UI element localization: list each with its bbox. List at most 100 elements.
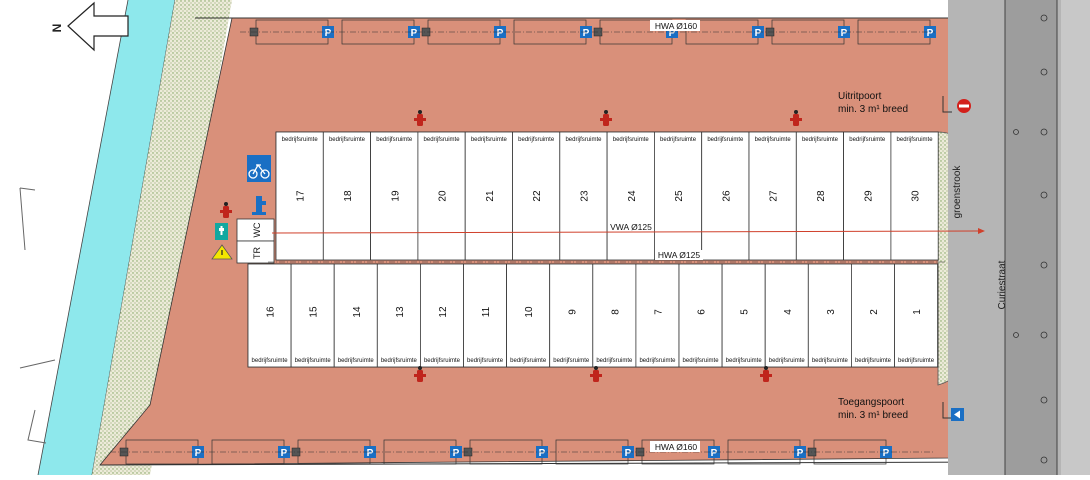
- unit-room-label: bedrijfsruimte: [755, 137, 792, 143]
- parking-sign-icon: P: [322, 26, 334, 39]
- unit-room-label: bedrijfsruimte: [683, 358, 720, 364]
- svg-text:P: P: [539, 448, 546, 459]
- unit-room-label: bedrijfsruimte: [812, 358, 849, 364]
- fire-hydrant-icon: [590, 366, 602, 382]
- unit-number: 25: [674, 190, 685, 202]
- unit-room-label: bedrijfsruimte: [518, 137, 555, 143]
- canal: [38, 0, 175, 475]
- fire-hydrant-icon: [220, 202, 232, 218]
- unit-room-label: bedrijfsruimte: [471, 137, 508, 143]
- green-strip-label: groenstrook: [952, 165, 963, 219]
- units-top-row: bedrijfsruimte17bedrijfsruimte18bedrijfs…: [275, 131, 939, 261]
- unit-number: 20: [438, 190, 449, 202]
- unit-room-label: bedrijfsruimte: [424, 358, 461, 364]
- svg-text:P: P: [195, 448, 202, 459]
- north-arrow: N: [50, 1, 129, 52]
- unit-number: 16: [266, 306, 277, 318]
- svg-text:P: P: [281, 448, 288, 459]
- parking-sign-icon: P: [794, 446, 806, 459]
- svg-text:P: P: [583, 28, 590, 39]
- unit-number: 10: [524, 306, 535, 318]
- unit-room-label: bedrijfsruimte: [381, 358, 418, 364]
- unit-number: 24: [627, 190, 638, 202]
- parking-sign-icon: P: [364, 446, 376, 459]
- parking-sign-icon: P: [450, 446, 462, 459]
- parking-sign-icon: P: [408, 26, 420, 39]
- unit-room-label: bedrijfsruimte: [849, 137, 886, 143]
- unit-number: 14: [352, 306, 363, 318]
- svg-text:P: P: [497, 28, 504, 39]
- unit-number: 30: [911, 190, 922, 202]
- bicycle-icon: [247, 155, 271, 182]
- unit-number: 22: [532, 190, 543, 202]
- first-aid-icon: [215, 223, 228, 240]
- entry-gate-title: Toegangspoort: [838, 397, 904, 408]
- unit-room-label: bedrijfsruimte: [282, 137, 319, 143]
- fire-hydrant-icon: [760, 366, 772, 382]
- unit-room-label: bedrijfsruimte: [467, 358, 504, 364]
- svg-text:P: P: [625, 448, 632, 459]
- street-name: Curiestraat: [997, 260, 1008, 309]
- parking-sign-icon: P: [192, 446, 204, 459]
- unit-number: 26: [721, 190, 732, 202]
- parking-sign-icon: P: [278, 446, 290, 459]
- unit-number: 27: [769, 190, 780, 202]
- svg-text:P: P: [841, 28, 848, 39]
- unit-number: 8: [610, 309, 621, 315]
- parking-sign-icon: P: [924, 26, 936, 39]
- fire-hydrant-icon: [790, 110, 802, 126]
- warning-triangle-icon: [211, 244, 233, 260]
- unit-8: bedrijfsruimte 8: [592, 263, 637, 368]
- no-entry-icon: [957, 99, 971, 113]
- unit-room-label: bedrijfsruimte: [553, 358, 590, 364]
- units-bottom-row: bedrijfsruimte16bedrijfsruimte15bedrijfs…: [247, 263, 938, 368]
- parking-sign-icon: P: [708, 446, 720, 459]
- pipe-label-hwa-top: HWA Ø160: [655, 21, 697, 31]
- unit-number: 5: [740, 309, 751, 315]
- svg-text:P: P: [883, 448, 890, 459]
- unit-room-label: bedrijfsruimte: [726, 358, 763, 364]
- unit-number: 28: [816, 190, 827, 202]
- svg-text:P: P: [669, 28, 676, 39]
- svg-text:P: P: [411, 28, 418, 39]
- unit-room-label: bedrijfsruimte: [707, 137, 744, 143]
- svg-text:P: P: [927, 28, 934, 39]
- parking-sign-icon: P: [622, 446, 634, 459]
- unit-number: 4: [783, 309, 794, 315]
- entry-arrow-icon: [951, 408, 964, 421]
- unit-number: 6: [697, 309, 708, 315]
- unit-room-label: bedrijfsruimte: [596, 358, 633, 364]
- unit-6: bedrijfsruimte 6: [678, 263, 723, 368]
- unit-room-label: bedrijfsruimte: [252, 358, 289, 364]
- svg-text:P: P: [325, 28, 332, 39]
- svg-text:P: P: [453, 448, 460, 459]
- tr-label: TR: [252, 247, 262, 259]
- north-label: N: [50, 24, 64, 33]
- unit-room-label: bedrijfsruimte: [855, 358, 892, 364]
- parking-sign-icon: P: [580, 26, 592, 39]
- pipe-label-vwa: VWA Ø125: [610, 222, 652, 232]
- unit-number: 15: [309, 306, 320, 318]
- svg-text:P: P: [755, 28, 762, 39]
- unit-22: bedrijfsruimte 22: [512, 131, 561, 261]
- unit-room-label: bedrijfsruimte: [660, 137, 697, 143]
- fire-hydrant-icon: [414, 366, 426, 382]
- pipe-label-hwa-middle: HWA Ø125: [658, 250, 700, 260]
- unit-number: 9: [567, 309, 578, 315]
